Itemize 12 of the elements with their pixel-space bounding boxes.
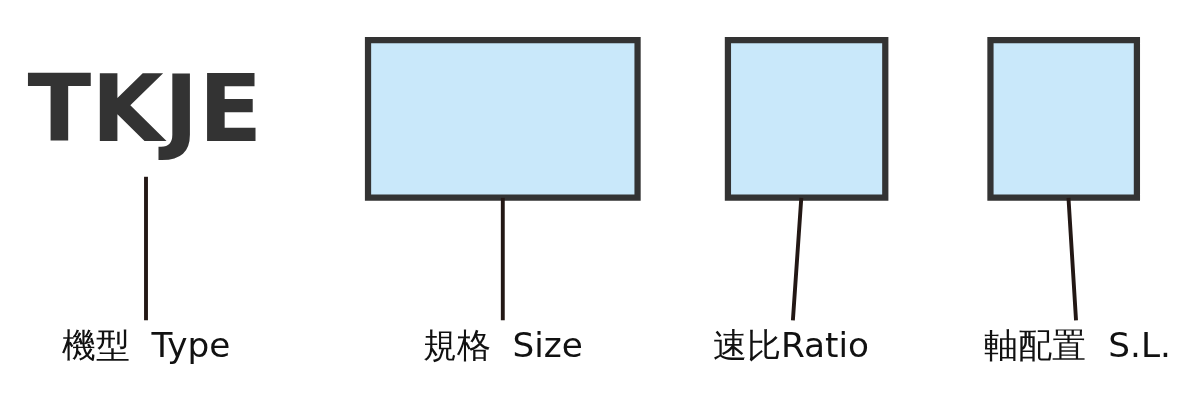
node-text: 軸配置 S.L.: [984, 325, 1171, 366]
node-text: 機型 Type: [61, 325, 231, 366]
node-box: [724, 37, 889, 201]
connector: [790, 197, 804, 321]
node-text: TKJE: [27, 53, 263, 163]
connector: [144, 176, 148, 321]
connector: [500, 197, 505, 321]
node-box: [364, 37, 641, 201]
node-text: 規格 Size: [422, 325, 583, 366]
node-box: [987, 37, 1141, 201]
node-text: 速比Ratio: [713, 325, 870, 366]
connector: [1066, 197, 1078, 321]
